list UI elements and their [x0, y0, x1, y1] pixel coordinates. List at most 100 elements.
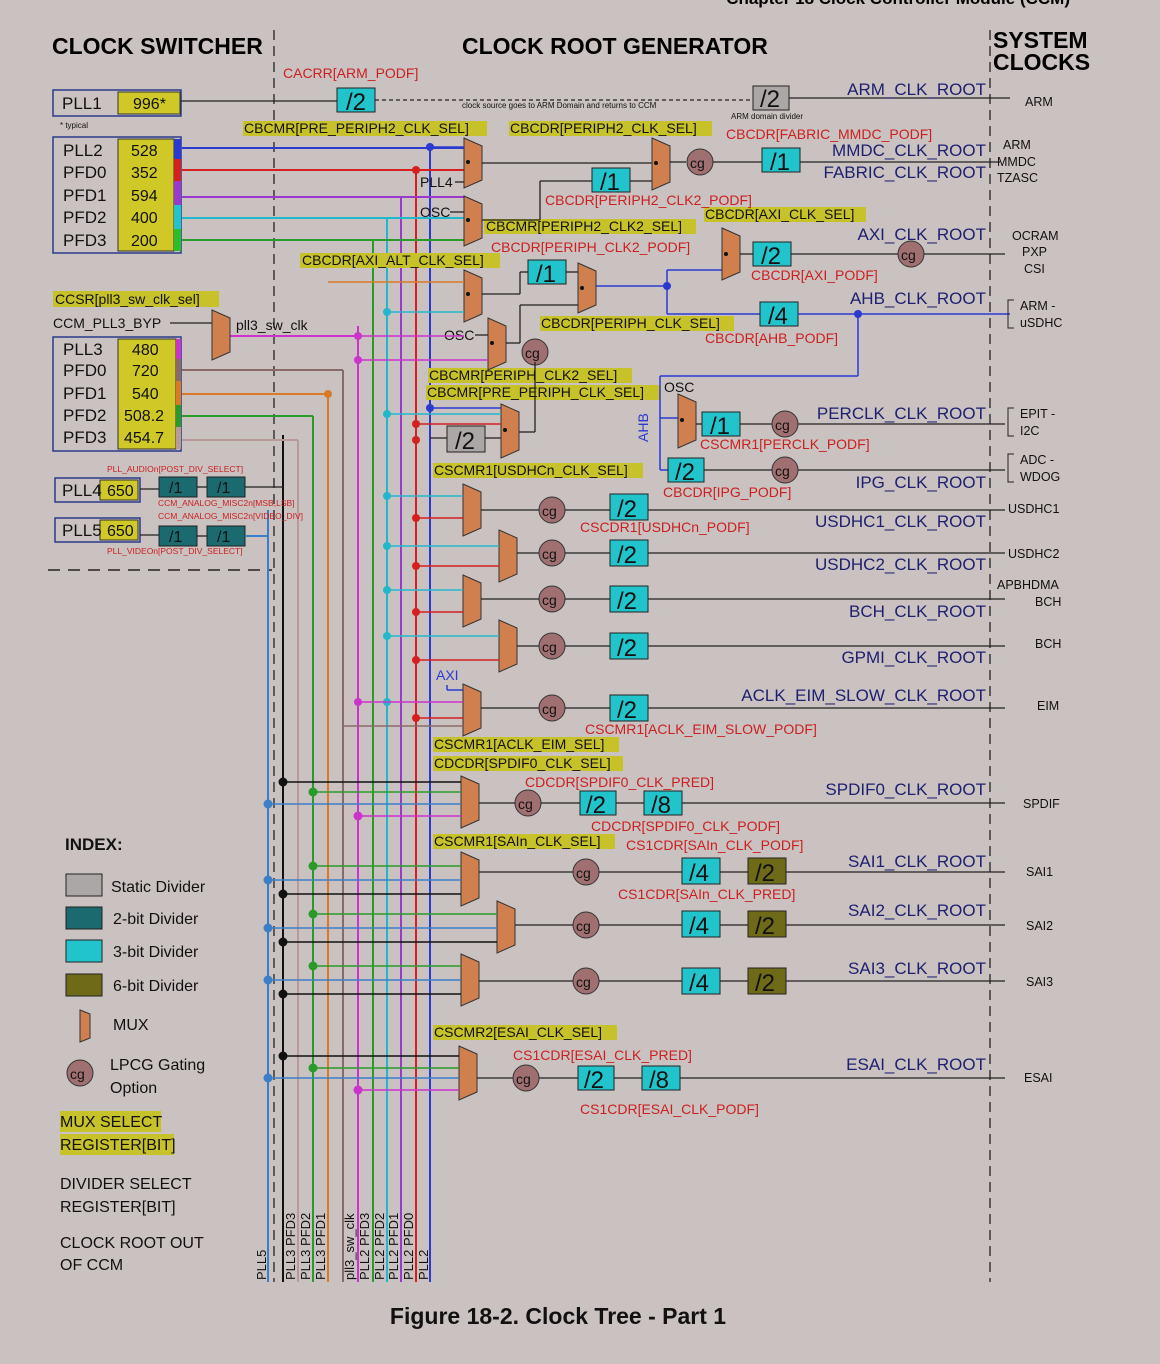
pll1-note: * typical — [60, 121, 88, 130]
sys-adc: ADC - — [1020, 453, 1054, 467]
mmdc-fabric-path: PLL4 OSC /1 cg /1 — [420, 137, 1000, 247]
bus-label: PLL2 PFD1 — [386, 1213, 401, 1280]
root-axi: AXI_CLK_ROOT — [858, 225, 987, 244]
sys-usdhc2: USDHC2 — [1008, 547, 1059, 561]
sys-sai3: SAI3 — [1026, 975, 1053, 989]
pll3-row-value: 454.7 — [124, 430, 164, 447]
pre-periph-path: /2 — [430, 362, 536, 459]
sys-usdhc1: USDHC1 — [1008, 502, 1059, 516]
pll5-reg-bot: PLL_VIDEOn[POST_DIV_SELECT] — [107, 546, 243, 556]
reg-cscmr1-perclk: CSCMR1[PERCLK_PODF] — [700, 436, 870, 452]
pll2-row-name: PLL2 — [63, 141, 103, 160]
reg-cscmr1-sai: CSCMR1[SAIn_CLK_SEL] — [434, 833, 601, 849]
pll2-row-name: PFD3 — [63, 231, 106, 250]
clock-bus — [267, 147, 431, 1282]
sys-spdif: SPDIF — [1023, 797, 1060, 811]
sys-arm-3: ARM - — [1020, 299, 1055, 313]
cg-bch: cg — [542, 592, 557, 608]
pll3-block: PLL3 480 PFD0 720 PFD1 540 PFD2 508.2 PF… — [52, 336, 182, 452]
legend: INDEX: Static Divider 2-bit Divider 3-bi… — [60, 835, 206, 1274]
ccsr-reg: CCSR[pll3_sw_clk_sel] — [55, 291, 200, 307]
div-ipg: /2 — [675, 459, 695, 486]
pll3-row-name: PFD3 — [63, 428, 106, 447]
sys-arm-2: ARM — [1003, 138, 1031, 152]
reg-cscmr1-aclk: CSCMR1[ACLK_EIM_SLOW_PODF] — [585, 721, 817, 737]
pll1-block: PLL1 996* * typical — [52, 89, 340, 130]
root-eim: ACLK_EIM_SLOW_CLK_ROOT — [741, 686, 986, 705]
reg-cscdr1-usdhc: CSCDR1[USDHCn_PODF] — [580, 519, 750, 535]
legend-mux: MUX — [113, 1017, 149, 1034]
div-esai-podf: /8 — [649, 1067, 669, 1094]
legend-mux-sel1: MUX SELECT — [60, 1114, 162, 1131]
sys-sai1: SAI1 — [1026, 865, 1053, 879]
reg-cdcdr-spdif-sel: CDCDR[SPDIF0_CLK_SEL] — [434, 755, 611, 771]
sys-esai: ESAI — [1024, 1071, 1053, 1085]
cg-sai3: cg — [576, 974, 591, 990]
legend-3bit: 3-bit Divider — [113, 944, 199, 961]
legend-div-sel2: REGISTER[BIT] — [60, 1199, 176, 1216]
cg-gpmi: cg — [542, 639, 557, 655]
reg-cscmr1-aclk-sel: CSCMR1[ACLK_EIM_SEL] — [434, 736, 604, 752]
pll2-row-value: 594 — [131, 188, 158, 205]
pll4-reg-top: PLL_AUDIOn[POST_DIV_SELECT] — [107, 464, 243, 474]
sys-usdhc: uSDHC — [1020, 316, 1062, 330]
legend-root-out1: CLOCK ROOT OUT — [60, 1235, 204, 1252]
bus-label: PLL2 PFD0 — [401, 1213, 416, 1280]
peripheral-muxes: cg /2 cg /2 cg /2 cg /2 AXI — [436, 483, 1005, 1101]
root-arm: ARM_CLK_ROOT — [847, 80, 986, 99]
label-axi: AXI — [436, 667, 459, 683]
root-spdif: SPDIF0_CLK_ROOT — [825, 780, 986, 799]
div-spdif-podf: /8 — [651, 792, 671, 819]
reg-cbcmr-periph-clk2-sel: CBCMR[PERIPH_CLK2_SEL] — [429, 367, 617, 383]
div-esai-pred: /2 — [584, 1067, 604, 1094]
div-fabric: /1 — [770, 149, 790, 176]
div-axi: /2 — [761, 243, 781, 270]
div-arm-podf: /2 — [346, 89, 366, 116]
pll2-row-value: 200 — [131, 233, 158, 250]
mux-select-labels: CBCMR[PRE_PERIPH2_CLK_SEL] CBCDR[PERIPH2… — [243, 120, 866, 1040]
div-sai3-podf: /2 — [755, 970, 775, 997]
cg-perclk: cg — [775, 417, 790, 433]
pll2-row-name: PFD1 — [63, 186, 106, 205]
cg-usdhc2: cg — [542, 546, 557, 562]
reg-cscmr2-esai: CSCMR2[ESAI_CLK_SEL] — [434, 1024, 602, 1040]
div-periph2-clk2: /1 — [600, 169, 620, 196]
div-arm-domain: /2 — [760, 86, 780, 113]
sys-mmdc: MMDC — [997, 155, 1036, 169]
pll1-value: 996* — [133, 96, 166, 113]
perclk-ipg-path: OSC AHB /1 cg /2 cg — [635, 379, 1005, 486]
reg-cbcdr-axi-alt: CBCDR[AXI_ALT_CLK_SEL] — [302, 252, 484, 268]
pll5-reg-top: CCM_ANALOG_MISC2n[VIDEO_DIV] — [158, 511, 303, 521]
reg-cbcdr-p2podf: CBCDR[PERIPH2_CLK2_PODF] — [545, 192, 752, 208]
root-sai2: SAI2_CLK_ROOT — [848, 901, 986, 920]
div-spdif-pred: /2 — [586, 792, 606, 819]
section-clock-root-generator: CLOCK ROOT GENERATOR — [462, 33, 768, 59]
sys-sai2: SAI2 — [1026, 919, 1053, 933]
reg-cbcdr-axi-sel: CBCDR[AXI_CLK_SEL] — [705, 206, 854, 222]
root-bch: BCH_CLK_ROOT — [849, 602, 986, 621]
pll4-reg-bot: CCM_ANALOG_MISC2n[MSB,LSB] — [158, 498, 295, 508]
div-sai1-podf: /2 — [755, 860, 775, 887]
legend-cg-icon — [66, 1059, 94, 1087]
clock-root-labels: ARM_CLK_ROOT MMDC_CLK_ROOT FABRIC_CLK_RO… — [741, 80, 986, 1074]
section-system-clocks-line2: CLOCKS — [993, 49, 1090, 75]
pll4-div2: /1 — [217, 480, 230, 497]
reg-cbcdr-fabric: CBCDR[FABRIC_MMDC_PODF] — [726, 126, 932, 142]
reg-cbcmr-periph2-clk2: CBCMR[PERIPH2_CLK2_SEL] — [486, 218, 682, 234]
legend-2bit: 2-bit Divider — [113, 911, 199, 928]
pll4-value: 650 — [107, 483, 134, 500]
div-gpmi: /2 — [617, 635, 637, 662]
div-bch: /2 — [617, 588, 637, 615]
cg-usdhc1: cg — [542, 503, 557, 519]
system-clocks: ARM ARM MMDC TZASC OCRAM PXP CSI ARM - u… — [997, 95, 1062, 1085]
chapter-header: Chapter 18 Clock Controller Module (CCM) — [726, 0, 1070, 8]
ccsr-section: CCSR[pll3_sw_clk_sel] CCM_PLL3_BYP pll3_… — [53, 291, 309, 361]
pll2-feeds — [182, 147, 464, 441]
legend-root-out2: OF CCM — [60, 1257, 123, 1274]
legend-lpcg2: Option — [110, 1080, 157, 1097]
bus-label: PLL2 PFD3 — [357, 1213, 372, 1280]
sys-ocram: OCRAM — [1012, 229, 1059, 243]
pll3-row-name: PFD1 — [63, 384, 106, 403]
reg-cdcdr-spdif-podf: CDCDR[SPDIF0_CLK_PODF] — [591, 818, 780, 834]
